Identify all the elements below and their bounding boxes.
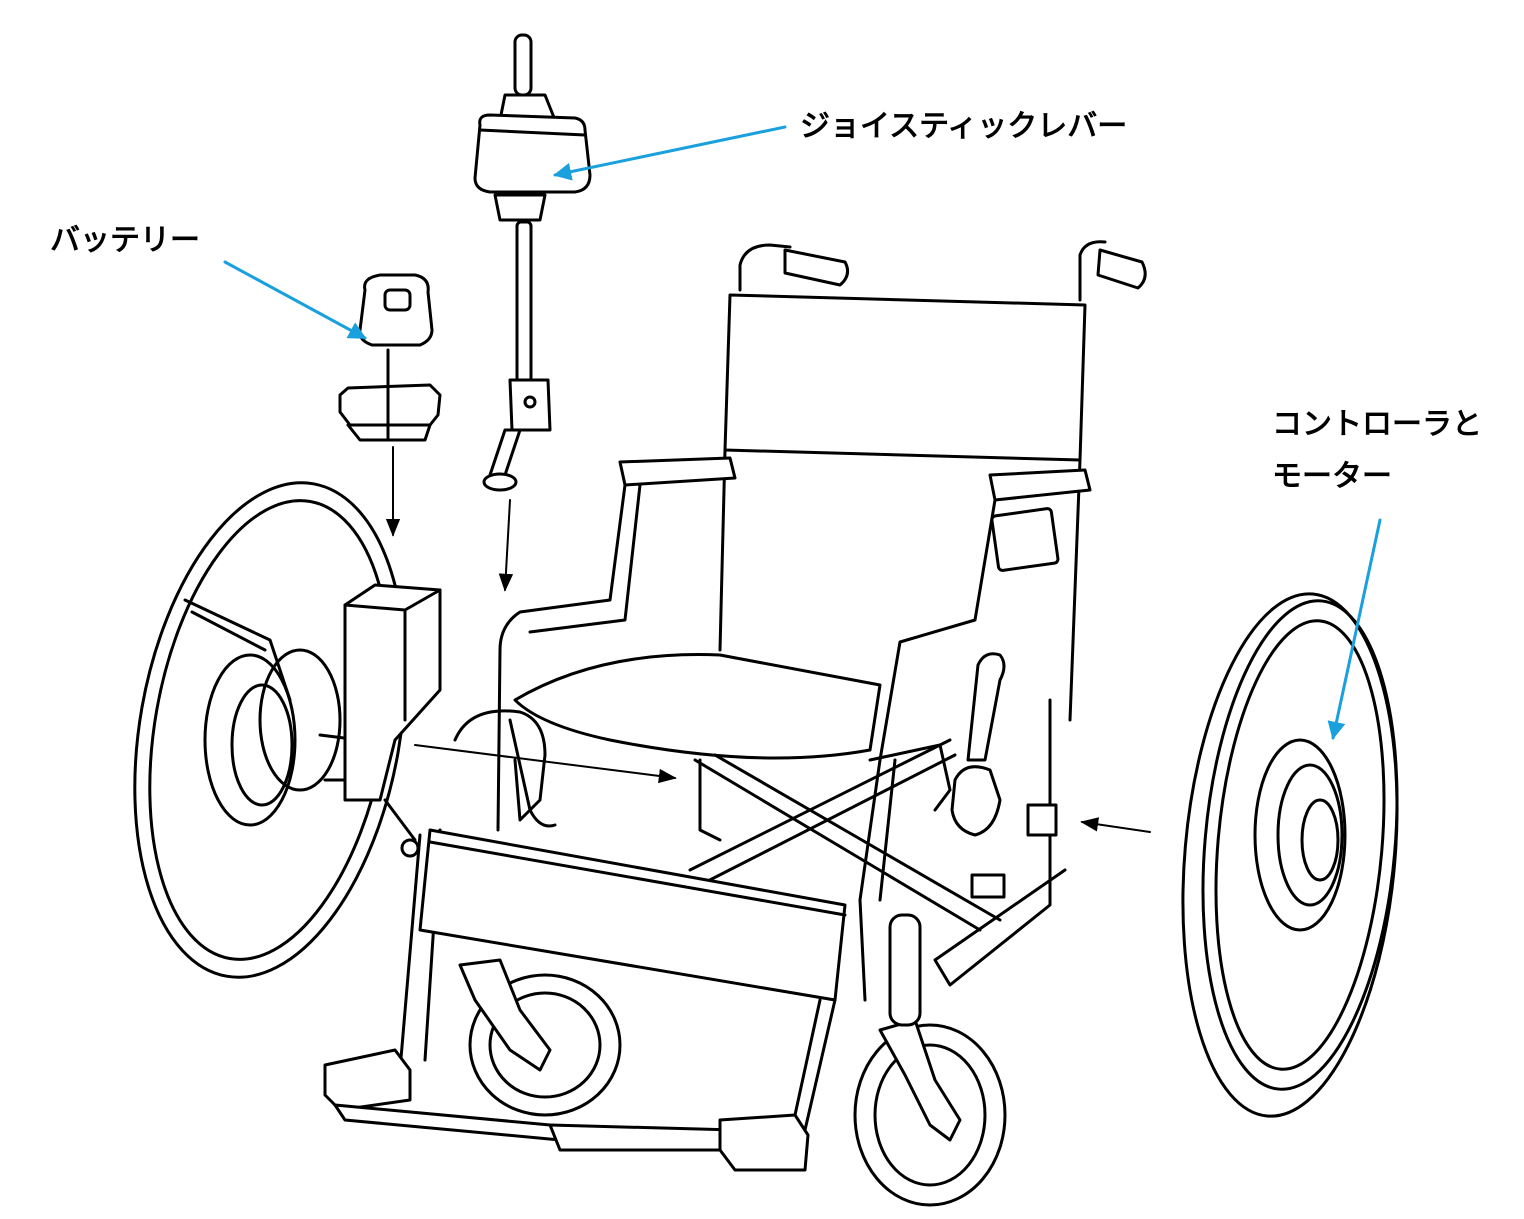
- battery-pack: [338, 273, 442, 442]
- battery-callout-arrow: [223, 260, 367, 340]
- joystick-fit-arrow: [498, 499, 514, 592]
- motor-callout-arrow: [1327, 518, 1382, 740]
- controller-motor-wheel: [1181, 592, 1399, 1118]
- battery-mount-box: [343, 583, 442, 858]
- controller-label-line1: コントローラと: [1272, 407, 1482, 442]
- joystick-label: ジョイスティックレバー: [800, 109, 1128, 144]
- joystick-lever: [473, 33, 592, 492]
- battery-label: バッテリー: [50, 223, 200, 258]
- controller-label-line2: モーター: [1272, 459, 1392, 494]
- wheel-fit-arrow: [1080, 817, 1151, 833]
- joystick-callout-arrow: [553, 125, 787, 181]
- wheelchair-frame: [323, 240, 1147, 1207]
